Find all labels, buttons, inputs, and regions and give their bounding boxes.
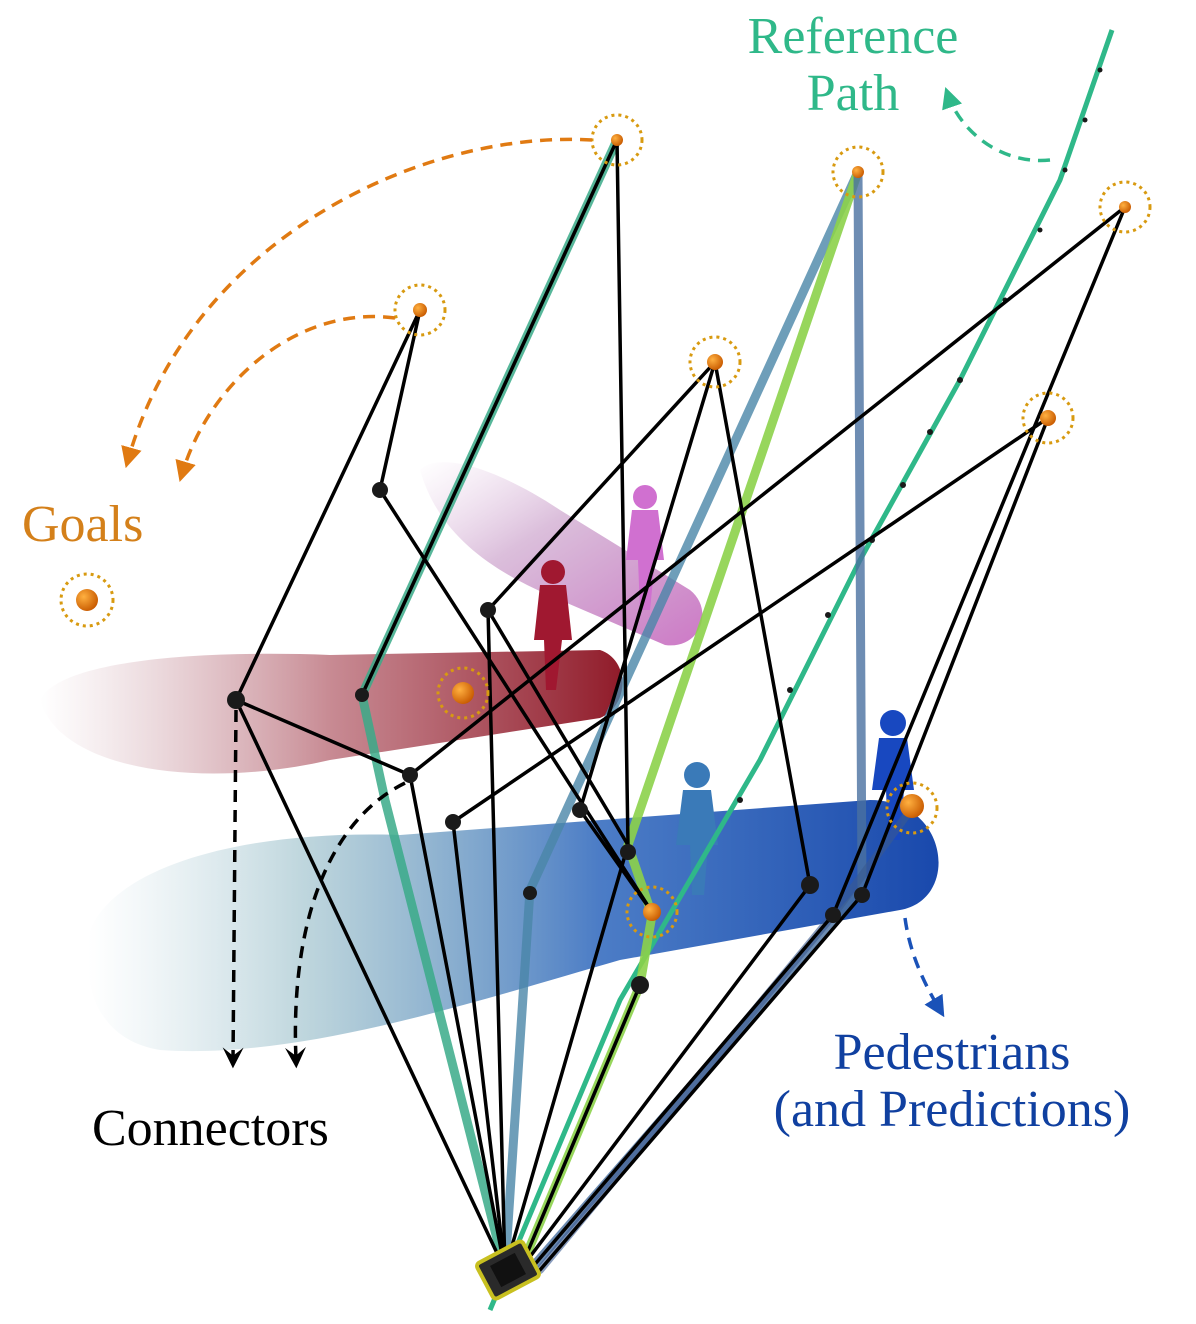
pedestrian-red-figure [534,560,572,690]
pedestrian-figures [534,485,914,895]
connector-edge [378,308,422,492]
connector-edge [486,608,507,1272]
connector-edge [234,308,422,702]
reference-path-label-line1: Reference [747,8,959,65]
connector-node [445,814,461,830]
connector-edge [518,883,812,1272]
connector-edge [234,698,507,1272]
connector-edge [860,416,1050,897]
goal-marker [625,885,679,939]
connector-edge [486,608,630,847]
connector-edge [518,983,642,1272]
pedestrians-label: Pedestrians (and Predictions) [742,1024,1162,1138]
connector-edge [451,820,507,1272]
connector-node [801,876,819,894]
goal-marker [885,781,939,835]
connector-node [372,482,388,498]
connector-node [355,688,369,702]
connectors-arrow-1 [222,709,244,1069]
pedestrians-label-line1: Pedestrians [833,1024,1071,1081]
goal-marker [831,145,885,199]
connector-edge [615,138,630,847]
connector-node [825,907,841,923]
connector-edge [713,360,812,887]
connector-nodes [227,482,870,994]
connectors-label: Connectors [92,1100,329,1157]
goal-markers [59,113,1152,939]
connectors-arrow-2 [284,781,406,1069]
reference-path-label: Reference Path [728,8,978,122]
pedestrians-label-line2: (and Predictions) [773,1081,1131,1139]
connector-edge [234,698,412,777]
connector-node [227,691,245,709]
connector-edge [360,138,619,697]
connector-edge [451,416,1050,824]
connector-node [854,887,870,903]
prediction-swath-blue [87,800,939,1052]
annotation-arrows [121,87,1051,1069]
prediction-swath-red [40,650,623,774]
connector-node [523,886,537,900]
connector-edge [528,913,835,1272]
connector-node [631,976,649,994]
reference-path-arrow [942,87,1051,163]
robot [475,1239,541,1301]
connector-node [480,602,496,618]
goal-marker [436,666,490,720]
goals-arrow-1 [121,137,593,469]
goal-marker [688,335,742,389]
reference-path-label-line2: Path [806,65,900,123]
connector-edge [408,205,1127,777]
connector-edge [538,893,864,1272]
goals-arrow-2 [175,314,396,483]
connector-node [402,767,418,783]
pedestrian-pink-figure [626,485,664,610]
goal-marker [1021,391,1075,445]
pedestrian-lightblue-figure [676,762,718,895]
goal-marker [1098,180,1152,234]
goals-label: Goals [22,496,144,553]
pedestrian-blue-figure [872,710,914,840]
connector-edge [578,808,654,914]
reference-path-ticks [737,67,1103,803]
connector-node [572,802,588,818]
connector-node [620,844,636,860]
goal-legend-marker [59,572,115,628]
connector-edge [486,360,717,612]
connector-edge [408,773,507,1272]
pedestrians-arrow [903,917,945,1018]
connector-edges [234,138,1127,1272]
goal-marker [393,283,447,337]
connector-edge [831,205,1127,917]
connector-edge [503,843,630,1272]
